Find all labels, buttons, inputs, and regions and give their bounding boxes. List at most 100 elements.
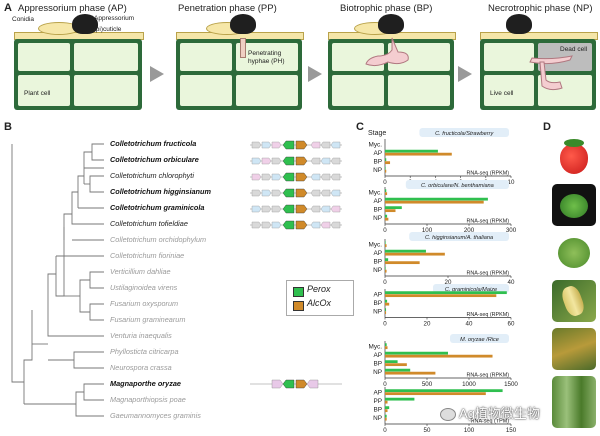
- bar-perox: [385, 158, 387, 162]
- live-cell-label: Live cell: [490, 90, 514, 97]
- species-label: Magnaporthiopsis poae: [110, 395, 186, 404]
- ap-cell: [74, 75, 138, 106]
- x-tick-label: 50: [424, 427, 431, 432]
- x-tick-label: 0: [383, 179, 387, 186]
- perox-gene: [282, 188, 295, 198]
- bar-perox: [385, 397, 415, 401]
- arrow-right-icon: [308, 66, 322, 82]
- gene-arrow: [310, 141, 321, 149]
- appressorium: [506, 14, 532, 34]
- cuticle-label: (epi)cuticle: [90, 26, 122, 33]
- chart-title: C. graminicola/Maize: [445, 287, 497, 293]
- gene-legend: Perox AlcOx: [286, 280, 354, 316]
- bar-alcox: [385, 363, 407, 367]
- dead-cell-label: Dead cell: [560, 46, 588, 53]
- gene-arrow: [320, 173, 331, 181]
- category-label: PP: [373, 398, 382, 405]
- x-tick-label: 0: [383, 227, 387, 234]
- gene-arrow: [330, 221, 341, 229]
- bar-alcox: [385, 209, 396, 213]
- species-label: Neurospora crassa: [110, 363, 172, 372]
- gene-arrow: [251, 173, 262, 181]
- x-tick-label: 100: [464, 427, 475, 432]
- x-tick-label: 0: [383, 381, 387, 388]
- gene-arrow: [251, 221, 262, 229]
- x-tick-label: 100: [422, 227, 433, 234]
- bar-alcox: [385, 294, 497, 298]
- panel-c-label: C: [356, 121, 364, 133]
- x-axis-label: RNA-seq (RPKM): [466, 171, 509, 177]
- bar-alcox: [385, 354, 493, 358]
- gene-arrow: [330, 189, 341, 197]
- bar-perox: [385, 214, 388, 218]
- legend-label-perox: Perox: [307, 284, 331, 294]
- gene-arrow: [320, 189, 331, 197]
- bar-perox: [385, 249, 426, 253]
- pp-cell: [236, 43, 298, 71]
- category-label: Myc.: [369, 190, 383, 197]
- gene-arrow: [251, 205, 262, 213]
- gene-arrow: [261, 221, 272, 229]
- species-label: Venturia inaequalis: [110, 331, 172, 340]
- bp-cell: [388, 75, 450, 106]
- x-tick-label: 1000: [462, 381, 476, 388]
- category-label: BP: [373, 207, 382, 214]
- bar-alcox: [385, 269, 387, 273]
- gene-arrow: [251, 157, 262, 165]
- x-tick-label: 0: [383, 427, 387, 432]
- chart-title-bg: [433, 284, 509, 293]
- chart-title-bg: [405, 180, 509, 189]
- maize-ear: [559, 283, 587, 319]
- bp-cell: [332, 75, 384, 106]
- necrotrophic-hyphae: [529, 55, 573, 91]
- x-tick-label: 0: [383, 279, 387, 286]
- species-label: Colletotrichum graminicola: [110, 203, 205, 212]
- bar-perox: [385, 389, 503, 393]
- plant-cell-label: Plant cell: [24, 90, 51, 97]
- perox-gene: [282, 172, 295, 182]
- bar-perox: [385, 197, 488, 201]
- category-label: Myc.: [369, 142, 383, 149]
- chart-title-bg: [419, 128, 509, 137]
- pp-cell-wall: [176, 39, 302, 110]
- appressorium: [72, 14, 98, 34]
- ap-cell: [18, 43, 70, 71]
- ap-cell: [74, 43, 138, 71]
- gene-arrow: [310, 157, 321, 165]
- bar-alcox: [385, 252, 445, 256]
- arabidopsis-photo: [552, 232, 596, 274]
- panel-a-label: A: [4, 2, 12, 14]
- x-axis-label: RNA-seq (RPKM): [466, 312, 509, 318]
- np-cell: [484, 43, 534, 71]
- watermark: Ag植物微生物: [440, 403, 540, 422]
- bar-alcox: [385, 161, 391, 165]
- bar-alcox: [385, 417, 387, 421]
- bar-alcox: [385, 302, 390, 306]
- chart-title: C. fructicola/Strawberry: [435, 131, 494, 137]
- category-label: AP: [373, 390, 382, 397]
- bar-alcox: [385, 371, 436, 375]
- bar-perox: [385, 414, 387, 418]
- gene-arrow: [251, 189, 262, 197]
- gene-arrow: [320, 221, 331, 229]
- category-label: NP: [373, 415, 382, 422]
- pp-cell: [180, 75, 232, 106]
- bar-alcox: [385, 169, 387, 173]
- bar-alcox: [385, 400, 388, 404]
- bar-alcox: [385, 152, 452, 156]
- perox-gene: [282, 156, 295, 166]
- arrow-right-icon: [150, 66, 164, 82]
- watermark-text: Ag植物微生物: [459, 406, 540, 421]
- bp-cell-wall: [328, 39, 454, 110]
- bar-alcox: [385, 261, 420, 265]
- wheat-photo: [552, 376, 596, 428]
- category-label: BP: [373, 259, 382, 266]
- species-label: Colletotrichum fructicola: [110, 139, 197, 148]
- category-label: BP: [373, 361, 382, 368]
- pp-cell: [236, 75, 298, 106]
- perox-gene: [282, 140, 295, 150]
- phase-title-np: Necrotrophic phase (NP): [488, 3, 593, 14]
